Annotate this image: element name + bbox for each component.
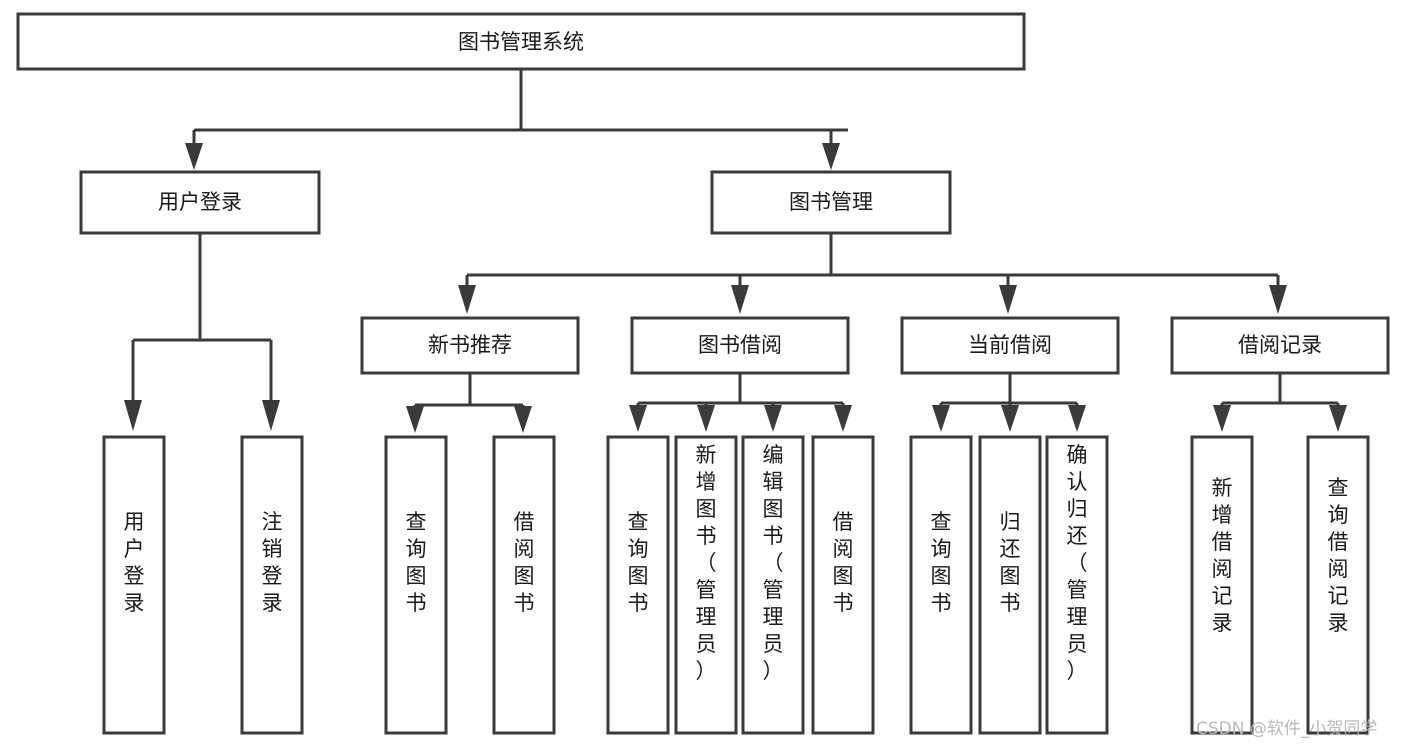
node-leaf-query-book-1[interactable]: 查询图书 — [384, 435, 448, 735]
node-leaf-borrow-book-1-label: 借阅图书 — [514, 510, 535, 615]
node-user-login[interactable]: 用户登录 — [79, 170, 321, 235]
arrow-to-leaf-query-book-2 — [629, 405, 647, 432]
node-leaf-query-book-3-box[interactable] — [909, 435, 973, 735]
node-leaf-borrow-book-1[interactable]: 借阅图书 — [492, 435, 556, 735]
node-leaf-return-book[interactable]: 归还图书 — [978, 435, 1042, 735]
node-book-manage-label: 图书管理 — [789, 190, 873, 214]
node-leaf-query-record[interactable]: 查询借阅记录 — [1306, 435, 1370, 735]
node-current-borrow-box[interactable] — [900, 316, 1120, 375]
node-leaf-query-book-3[interactable]: 查询图书 — [909, 435, 973, 735]
arrow-to-leaf-borrow-book-1 — [514, 406, 532, 433]
connector-group-borrow-record — [1213, 373, 1347, 432]
node-leaf-add-book-label: 新增图书（管理员） — [696, 443, 717, 683]
node-leaf-query-book-1-label: 查询图书 — [406, 510, 427, 615]
arrow-to-leaf-query-record — [1329, 405, 1347, 432]
arrow-to-new-book-rec — [458, 285, 476, 314]
node-current-borrow-label: 当前借阅 — [968, 333, 1052, 357]
node-borrow-record[interactable]: 借阅记录 — [1170, 316, 1390, 375]
node-leaf-confirm-return-box[interactable] — [1045, 435, 1109, 735]
node-leaf-borrow-book-2[interactable]: 借阅图书 — [811, 435, 875, 735]
arrow-to-leaf-query-book-1 — [406, 406, 424, 433]
node-current-borrow[interactable]: 当前借阅 — [900, 316, 1120, 375]
connector-group-current-borrow — [932, 373, 1086, 432]
node-leaf-query-book-2[interactable]: 查询图书 — [606, 435, 670, 735]
node-book-manage-box[interactable] — [710, 170, 952, 235]
arrow-to-book-borrow — [731, 285, 749, 314]
node-leaf-query-record-box[interactable] — [1306, 435, 1370, 735]
node-leaf-user-login[interactable]: 用户登录 — [102, 435, 166, 735]
node-leaf-borrow-book-1-box[interactable] — [492, 435, 556, 735]
arrow-to-current-borrow — [999, 285, 1017, 314]
arrow-root-to-book-manage — [822, 143, 840, 170]
node-leaf-add-book[interactable]: 新增图书（管理员） — [674, 435, 738, 735]
node-leaf-confirm-return[interactable]: 确认归还（管理员） — [1045, 435, 1109, 735]
node-leaf-logout[interactable]: 注销登录 — [240, 435, 304, 735]
node-new-book-rec[interactable]: 新书推荐 — [360, 316, 580, 375]
node-leaf-user-login-box[interactable] — [102, 435, 166, 735]
node-root-box[interactable] — [16, 12, 1026, 71]
node-book-manage[interactable]: 图书管理 — [710, 170, 952, 235]
arrow-to-borrow-record — [1269, 285, 1287, 314]
arrow-to-leaf-add-book — [697, 405, 715, 432]
arrow-to-leaf-logout — [262, 400, 280, 431]
arrow-to-leaf-add-record — [1213, 405, 1231, 432]
node-borrow-record-box[interactable] — [1170, 316, 1390, 375]
arrow-root-to-user-login — [185, 143, 203, 170]
node-root-label: 图书管理系统 — [458, 30, 584, 54]
node-leaf-borrow-book-2-box[interactable] — [811, 435, 875, 735]
arrow-to-leaf-return-book — [1001, 405, 1019, 432]
node-leaf-add-book-box[interactable] — [674, 435, 738, 735]
node-leaf-query-book-1-box[interactable] — [384, 435, 448, 735]
node-user-login-box[interactable] — [79, 170, 321, 235]
node-leaf-return-book-label: 归还图书 — [1000, 510, 1021, 615]
node-leaf-confirm-return-label: 确认归还（管理员） — [1067, 443, 1088, 683]
node-user-login-label: 用户登录 — [158, 190, 242, 214]
node-leaf-logout-label: 注销登录 — [262, 510, 283, 615]
node-leaf-add-record-box[interactable] — [1190, 435, 1254, 735]
node-leaf-logout-box[interactable] — [240, 435, 304, 735]
node-book-borrow-label: 图书借阅 — [698, 333, 782, 357]
connector-group-root — [185, 69, 848, 170]
connector-group-new-book-rec — [406, 373, 532, 433]
arrow-to-leaf-query-book-3 — [932, 405, 950, 432]
node-leaf-query-book-2-box[interactable] — [606, 435, 670, 735]
node-new-book-rec-box[interactable] — [360, 316, 580, 375]
node-leaf-query-record-label: 查询借阅记录 — [1328, 476, 1349, 635]
node-leaf-add-record[interactable]: 新增借阅记录 — [1190, 435, 1254, 735]
arrow-to-leaf-borrow-book-2 — [834, 405, 852, 432]
node-leaf-query-book-3-label: 查询图书 — [931, 510, 952, 615]
connector-group-user-login — [124, 233, 280, 431]
node-root[interactable]: 图书管理系统 — [16, 12, 1026, 71]
node-leaf-user-login-label: 用户登录 — [124, 510, 145, 615]
node-book-borrow-box[interactable] — [630, 316, 850, 375]
node-new-book-rec-label: 新书推荐 — [428, 333, 512, 357]
arrow-to-leaf-confirm-return — [1068, 405, 1086, 432]
node-leaf-query-book-2-label: 查询图书 — [628, 510, 649, 615]
arrow-to-leaf-edit-book — [764, 405, 782, 432]
node-leaf-edit-book-label: 编辑图书（管理员） — [763, 443, 784, 683]
node-leaf-edit-book-box[interactable] — [741, 435, 805, 735]
node-book-borrow[interactable]: 图书借阅 — [630, 316, 850, 375]
node-leaf-borrow-book-2-label: 借阅图书 — [833, 510, 854, 615]
node-borrow-record-label: 借阅记录 — [1238, 333, 1322, 357]
node-leaf-edit-book[interactable]: 编辑图书（管理员） — [741, 435, 805, 735]
connector-group-book-manage — [458, 233, 1287, 314]
arrow-to-leaf-user-login — [124, 400, 142, 431]
node-leaf-return-book-box[interactable] — [978, 435, 1042, 735]
node-leaf-add-record-label: 新增借阅记录 — [1212, 476, 1233, 635]
watermark-label: CSDN @软件_小贺同学 — [1196, 719, 1377, 739]
connector-group-book-borrow — [629, 373, 852, 432]
